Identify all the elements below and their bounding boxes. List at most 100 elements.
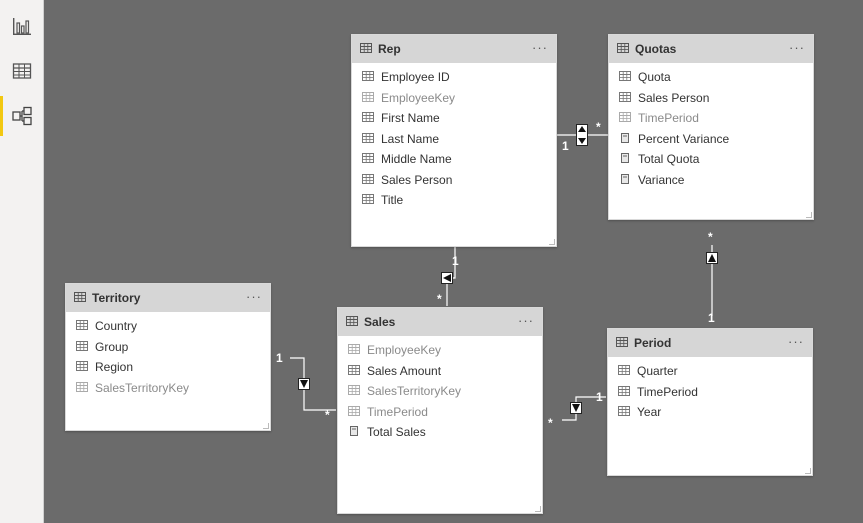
field-row[interactable]: EmployeeKey (352, 88, 556, 109)
column-icon (76, 340, 88, 354)
field-row[interactable]: Last Name (352, 129, 556, 150)
field-row[interactable]: Percent Variance (609, 129, 813, 150)
column-icon (348, 343, 360, 357)
resize-handle[interactable] (263, 423, 269, 429)
table-title: Rep (378, 42, 401, 56)
table-header[interactable]: Sales ··· (338, 308, 542, 336)
field-row[interactable]: Group (66, 337, 270, 358)
field-row[interactable]: Country (66, 316, 270, 337)
table-header[interactable]: Period ··· (608, 329, 812, 357)
field-row[interactable]: Employee ID (352, 67, 556, 88)
field-label: Sales Amount (367, 363, 442, 378)
column-icon (618, 385, 630, 399)
view-sidebar (0, 0, 44, 523)
field-row[interactable]: SalesTerritoryKey (338, 381, 542, 402)
field-row[interactable]: Sales Person (609, 88, 813, 109)
column-icon (362, 152, 374, 166)
field-row[interactable]: Total Sales (338, 422, 542, 443)
field-row[interactable]: TimePeriod (338, 402, 542, 423)
field-label: Variance (638, 172, 685, 187)
column-icon (362, 70, 374, 84)
field-label: Middle Name (381, 152, 452, 167)
rep-quotas-many-label: * (596, 120, 601, 134)
field-label: TimePeriod (637, 384, 698, 399)
bar-chart-icon (13, 18, 31, 35)
field-label: Country (95, 319, 138, 334)
column-icon (619, 70, 631, 84)
field-row[interactable]: Sales Amount (338, 361, 542, 382)
more-options-button[interactable]: ··· (788, 334, 804, 349)
column-icon (362, 111, 374, 125)
field-row[interactable]: Total Quota (609, 149, 813, 170)
table-grid-icon (12, 63, 32, 79)
more-options-button[interactable]: ··· (246, 289, 262, 304)
model-view-button[interactable] (0, 94, 44, 138)
field-row[interactable]: SalesTerritoryKey (66, 378, 270, 399)
field-label: Group (95, 339, 129, 354)
territory-sales-many-label: * (325, 408, 330, 422)
down-arrow-icon (300, 380, 308, 388)
table-header[interactable]: Quotas ··· (609, 35, 813, 63)
more-options-button[interactable]: ··· (789, 40, 805, 55)
field-label: Total Quota (638, 152, 700, 167)
rep-sales-one-label: 1 (452, 254, 459, 268)
field-row[interactable]: Middle Name (352, 149, 556, 170)
field-label: Sales Person (638, 90, 710, 105)
more-options-button[interactable]: ··· (532, 40, 548, 55)
column-icon (618, 405, 630, 419)
data-view-button[interactable] (0, 49, 44, 93)
resize-handle[interactable] (535, 506, 541, 512)
territory-sales-arrow[interactable] (298, 378, 310, 390)
table-header[interactable]: Territory ··· (66, 284, 270, 312)
field-row[interactable]: Region (66, 357, 270, 378)
field-label: Total Sales (367, 425, 426, 440)
resize-handle[interactable] (806, 212, 812, 218)
table-icon (617, 40, 629, 58)
field-row[interactable]: EmployeeKey (338, 340, 542, 361)
table-title: Quotas (635, 42, 677, 56)
measure-icon (348, 425, 360, 439)
left-arrow-icon (443, 274, 451, 282)
up-arrow-icon (708, 254, 716, 262)
column-icon (362, 193, 374, 207)
rep-sales-many-label: * (437, 292, 442, 306)
period-sales-arrow[interactable] (570, 402, 582, 414)
resize-handle[interactable] (549, 239, 555, 245)
down-arrow-icon (572, 404, 580, 412)
column-icon (348, 364, 360, 378)
period-quotas-arrow[interactable] (706, 252, 718, 264)
rep-sales-arrow[interactable] (441, 272, 453, 284)
field-label: Percent Variance (638, 131, 730, 146)
report-view-button[interactable] (0, 4, 44, 48)
field-label: Region (95, 360, 134, 375)
field-label: Sales Person (381, 172, 453, 187)
column-icon (76, 381, 88, 395)
period-sales-many-label: * (548, 416, 553, 430)
field-row[interactable]: Variance (609, 170, 813, 191)
field-row[interactable]: Title (352, 190, 556, 211)
rep-quotas-one-label: 1 (562, 139, 569, 153)
field-label: Employee ID (381, 70, 450, 85)
field-row[interactable]: Sales Person (352, 170, 556, 191)
table-icon (360, 40, 372, 58)
territory-sales-one-label: 1 (276, 351, 283, 365)
table-icon (74, 289, 86, 307)
field-row[interactable]: Year (608, 402, 812, 423)
column-icon (618, 364, 630, 378)
column-icon (348, 384, 360, 398)
field-row[interactable]: TimePeriod (608, 382, 812, 403)
field-row[interactable]: First Name (352, 108, 556, 129)
table-header[interactable]: Rep ··· (352, 35, 556, 63)
field-row[interactable]: Quarter (608, 361, 812, 382)
more-options-button[interactable]: ··· (518, 313, 534, 328)
field-row[interactable]: Quota (609, 67, 813, 88)
table-title: Territory (92, 291, 141, 305)
rep-quotas-bidirectional-arrow[interactable] (576, 124, 588, 146)
field-row[interactable]: TimePeriod (609, 108, 813, 129)
resize-handle[interactable] (805, 468, 811, 474)
